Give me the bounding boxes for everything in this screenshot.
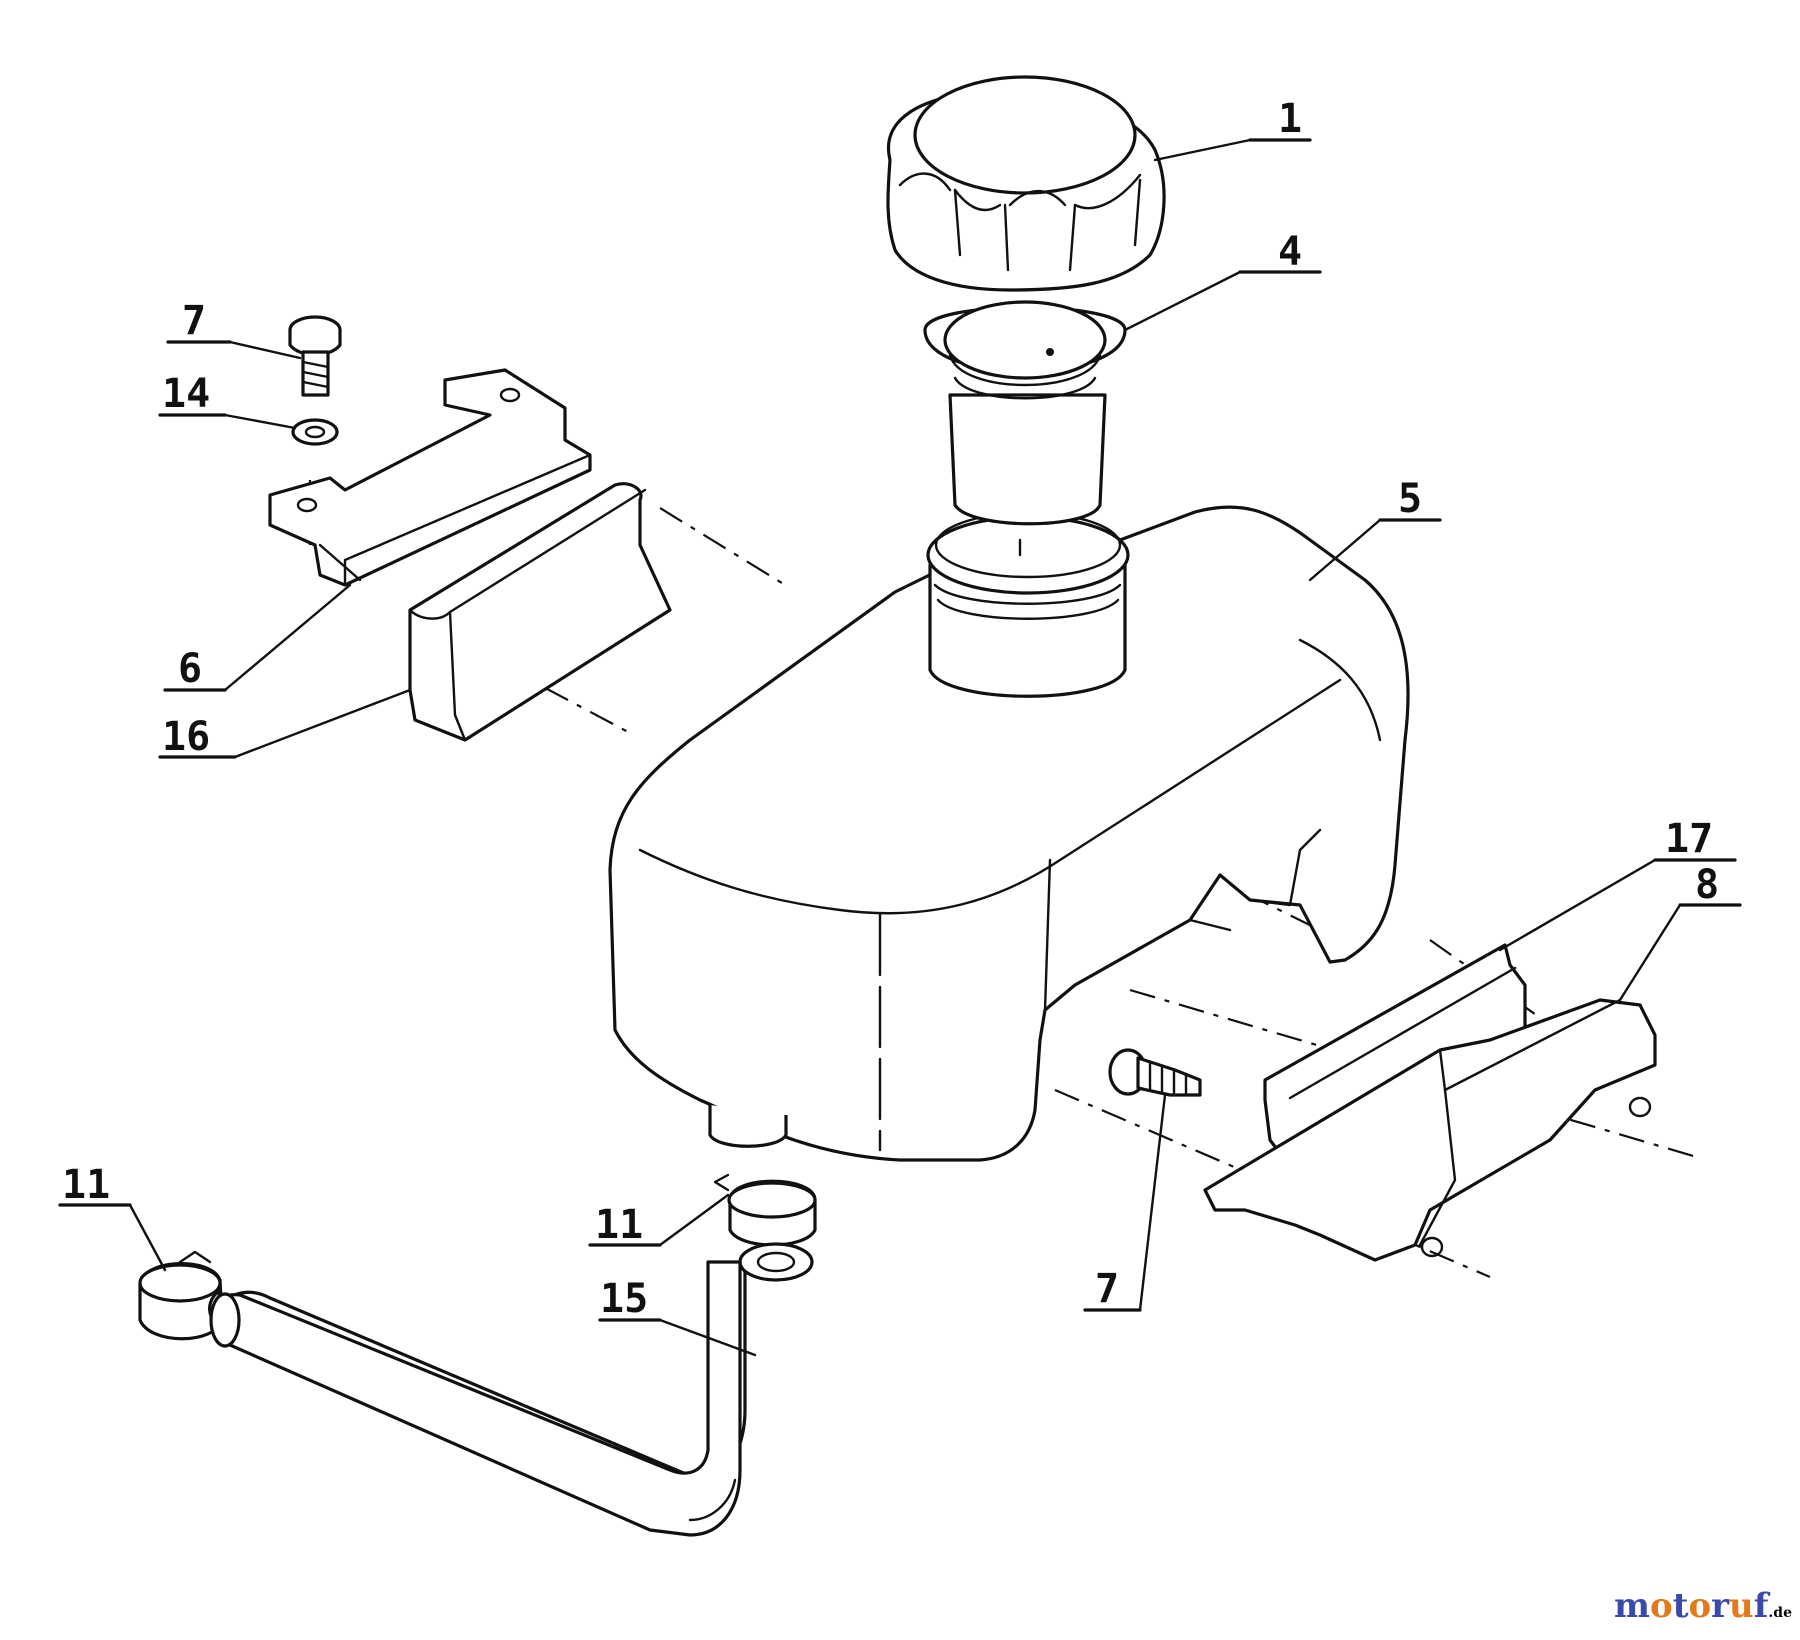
part-labels: 1 4 5 6 7 7 8 11 11 14 15 16 17	[62, 96, 1719, 1322]
watermark-letter: o	[1650, 1586, 1673, 1626]
hose-clamp-center	[713, 1173, 817, 1247]
lower-screw	[1108, 1048, 1202, 1097]
watermark-letter: f	[1753, 1586, 1769, 1626]
watermark-letter: r	[1711, 1586, 1730, 1626]
label-damper-upper: 16	[162, 714, 210, 760]
label-filter: 4	[1278, 229, 1302, 275]
upper-bracket	[268, 368, 592, 587]
label-cap: 1	[1278, 96, 1302, 142]
label-fuel-hose: 15	[600, 1276, 648, 1322]
watermark-letter: o	[1688, 1586, 1712, 1626]
motoruf-watermark: motoruf.de	[1614, 1586, 1792, 1626]
label-screw-upper: 7	[182, 298, 206, 344]
label-bracket-upper: 6	[178, 646, 202, 692]
label-damper-rear: 17	[1665, 816, 1713, 862]
label-bracket-rear: 8	[1695, 862, 1719, 908]
label-screw-lower: 7	[1095, 1266, 1119, 1312]
leader-lines	[58, 138, 1742, 1357]
fuel-cap	[886, 75, 1166, 292]
watermark-letter: m	[1614, 1586, 1651, 1626]
upper-damper	[408, 482, 672, 742]
label-clamp-center: 11	[595, 1202, 643, 1248]
hose-clamp-left	[138, 1250, 224, 1341]
label-clamp-left: 11	[62, 1162, 110, 1208]
rear-bracket	[1203, 998, 1657, 1262]
watermark-letter: u	[1729, 1586, 1754, 1626]
upper-screw	[288, 315, 342, 397]
watermark-tld: .de	[1768, 1605, 1792, 1621]
fuel-hose	[208, 1242, 814, 1537]
label-washer: 14	[162, 371, 210, 417]
filler-neck	[926, 393, 1130, 698]
strainer	[923, 300, 1127, 400]
watermark-letter: t	[1672, 1586, 1689, 1626]
lock-washer	[291, 418, 339, 446]
watermark-text: motoruf	[1614, 1586, 1768, 1626]
label-tank: 5	[1398, 476, 1422, 522]
